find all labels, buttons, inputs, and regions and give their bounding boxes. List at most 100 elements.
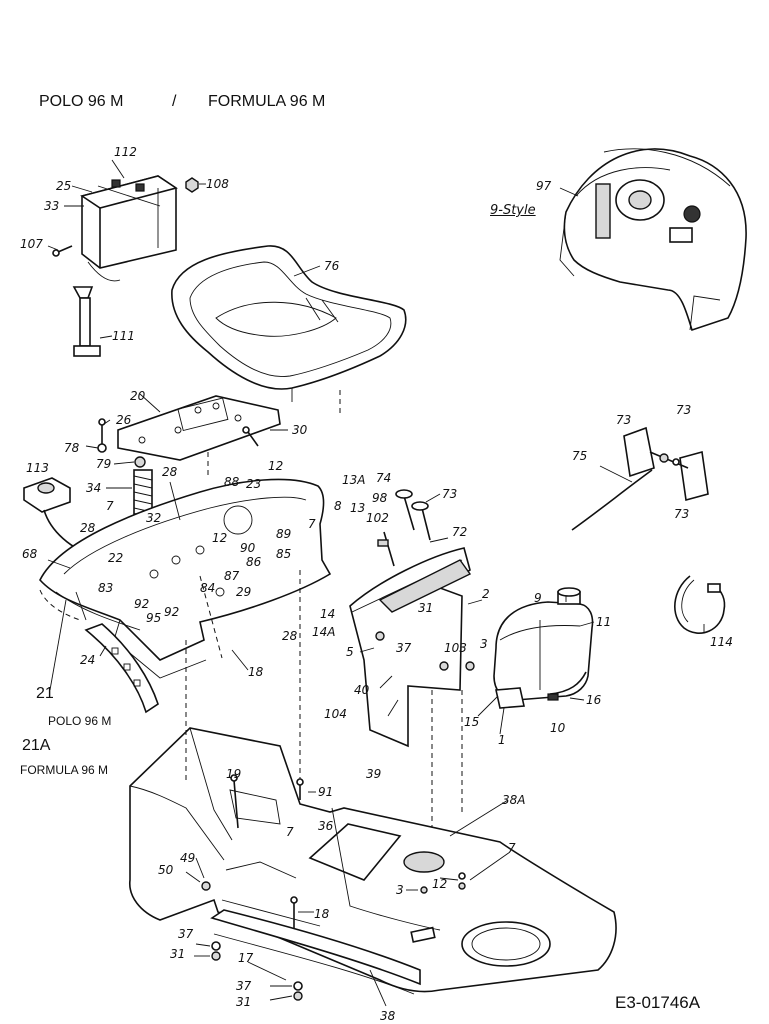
- callout-3a: 3: [480, 637, 488, 651]
- callout-40: 40: [354, 683, 370, 697]
- console-2: [349, 547, 472, 834]
- dashboard-9-style: [559, 148, 747, 332]
- washer-78: [97, 443, 107, 453]
- callout-73b: 73: [616, 413, 631, 427]
- callout-103: 103: [444, 641, 467, 655]
- callout-73a: 73: [442, 487, 457, 501]
- callout-98: 98: [372, 491, 388, 505]
- part-21-label: 21: [36, 685, 54, 702]
- callout-72: 72: [452, 525, 467, 539]
- model-name-formula: FORMULA 96 M: [208, 93, 326, 110]
- callout-33: 33: [44, 199, 59, 213]
- callout-79: 79: [96, 457, 111, 471]
- callout-30: 30: [292, 423, 308, 437]
- part-21-model-caption: POLO 96 M: [48, 714, 112, 728]
- callout-113: 113: [26, 461, 49, 475]
- callout-73d: 73: [674, 507, 689, 521]
- callout-91: 91: [318, 785, 333, 799]
- foot-step-17: [210, 899, 421, 995]
- callout-19: 19: [226, 767, 241, 781]
- callout-37c: 37: [236, 979, 252, 993]
- bolt-26: [98, 418, 106, 444]
- seat-drawing: [171, 245, 407, 414]
- callout-3b: 3: [396, 883, 404, 897]
- bracket-16: [547, 671, 587, 701]
- callout-12c: 12: [432, 877, 447, 891]
- callout-87: 87: [224, 569, 240, 583]
- variant-label: 9-Style: [490, 203, 536, 218]
- seat-leader: [293, 265, 321, 277]
- callout-13A: 13A: [342, 473, 365, 487]
- battery-bolt-107: [52, 245, 73, 257]
- callout-25: 25: [56, 179, 71, 193]
- callout-85: 85: [276, 547, 291, 561]
- callout-7b: 7: [106, 499, 114, 513]
- callout-104: 104: [324, 707, 347, 721]
- callout-75: 75: [572, 449, 587, 463]
- callout-32: 32: [146, 511, 161, 525]
- callout-36: 36: [318, 819, 334, 833]
- callout-22: 22: [108, 551, 123, 565]
- callout-18b: 18: [314, 907, 330, 921]
- clamp-114: [674, 575, 726, 634]
- callout-111: 111: [112, 329, 135, 343]
- callout-68: 68: [22, 547, 38, 561]
- callout-14A: 14A: [312, 625, 335, 639]
- callout-24: 24: [80, 653, 95, 667]
- washer-stack-37-31: [201, 631, 475, 1001]
- callout-92a: 92: [134, 597, 149, 611]
- callout-7c: 7: [286, 825, 294, 839]
- callout-86: 86: [246, 555, 262, 569]
- cable-75: [571, 469, 653, 531]
- callout-5: 5: [346, 645, 354, 659]
- callout-13: 13: [350, 501, 365, 515]
- callout-14: 14: [320, 607, 335, 621]
- callout-7a: 7: [308, 517, 316, 531]
- callout-92b: 92: [164, 605, 179, 619]
- callout-90: 90: [240, 541, 256, 555]
- bolt-30: [242, 426, 259, 447]
- callout-78: 78: [64, 441, 80, 455]
- callout-102: 102: [366, 511, 389, 525]
- callout-89: 89: [276, 527, 291, 541]
- part-21A-model-caption: FORMULA 96 M: [20, 763, 109, 777]
- callout-18a: 18: [248, 665, 264, 679]
- nut-79: [134, 456, 146, 468]
- callout-9: 9: [534, 591, 542, 605]
- callout-12b: 12: [212, 531, 227, 545]
- battery-drawing: [80, 159, 178, 282]
- bracket-73-assembly: [623, 426, 709, 502]
- callout-20: 20: [130, 389, 146, 403]
- bolt-91: [296, 778, 304, 800]
- seat-plate-20: [117, 395, 281, 478]
- callout-34: 34: [86, 481, 101, 495]
- callout-23: 23: [246, 477, 261, 491]
- callout-29: 29: [236, 585, 251, 599]
- callout-28b: 28: [80, 521, 96, 535]
- callout-31c: 31: [236, 995, 251, 1009]
- callout-112: 112: [114, 145, 137, 159]
- callout-11: 11: [596, 615, 611, 629]
- callout-26: 26: [116, 413, 132, 427]
- callout-97: 97: [536, 179, 552, 193]
- callout-10: 10: [550, 721, 566, 735]
- callout-114: 114: [710, 635, 733, 649]
- callout-28c: 28: [282, 629, 298, 643]
- callout-38: 38: [380, 1009, 396, 1023]
- callout-83: 83: [98, 581, 113, 595]
- callout-76: 76: [324, 259, 340, 273]
- bolt-19: [230, 774, 239, 829]
- fuel-tank-11: [493, 587, 594, 709]
- callout-12a: 12: [268, 459, 283, 473]
- callout-49: 49: [180, 851, 195, 865]
- callout-31a: 31: [418, 601, 433, 615]
- callout-15: 15: [464, 715, 479, 729]
- callout-88: 88: [224, 475, 240, 489]
- lever-74: [395, 489, 431, 541]
- callout-74: 74: [376, 471, 391, 485]
- callout-16: 16: [586, 693, 602, 707]
- callout-37b: 37: [178, 927, 194, 941]
- callout-107: 107: [20, 237, 43, 251]
